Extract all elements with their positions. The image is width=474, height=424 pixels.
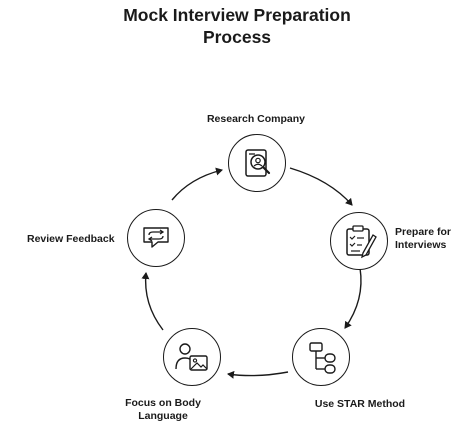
arrow-feedback-to-research [171,167,223,201]
step-label-research-company: Research Company [206,113,306,125]
step-label-body-language: Focus on Body Language [108,397,218,423]
step-label-star-method: Use STAR Method [314,398,406,410]
step-label-review-feedback: Review Feedback [27,233,115,245]
diagram-title: Mock Interview Preparation Process [0,4,474,48]
title-line-2: Process [202,27,272,47]
step-node-research-company [228,134,286,192]
step-label-body-line-2: Language [138,410,188,422]
flowchart-icon [309,342,336,374]
research-search-icon [245,149,271,177]
arrow-star-to-bodylanguage [227,370,289,379]
step-label-prepare-line-1: Prepare for [395,226,452,238]
arrow-prepare-to-star [344,267,362,329]
step-node-star-method [292,328,350,386]
arrow-research-to-prepare [289,167,353,206]
title-line-1: Mock Interview Preparation [123,5,351,25]
step-label-prepare-interviews: Prepare for Interviews [395,226,451,252]
person-image-icon [175,343,208,371]
step-node-body-language [163,328,221,386]
chat-cycle-icon [143,227,169,248]
step-label-prepare-line-2: Interviews [395,239,447,251]
clipboard-pencil-icon [346,225,377,259]
step-node-review-feedback [127,209,185,267]
step-node-prepare-interviews [330,212,388,270]
step-label-body-line-1: Focus on Body [125,397,201,409]
arrow-bodylanguage-to-feedback [141,272,164,331]
